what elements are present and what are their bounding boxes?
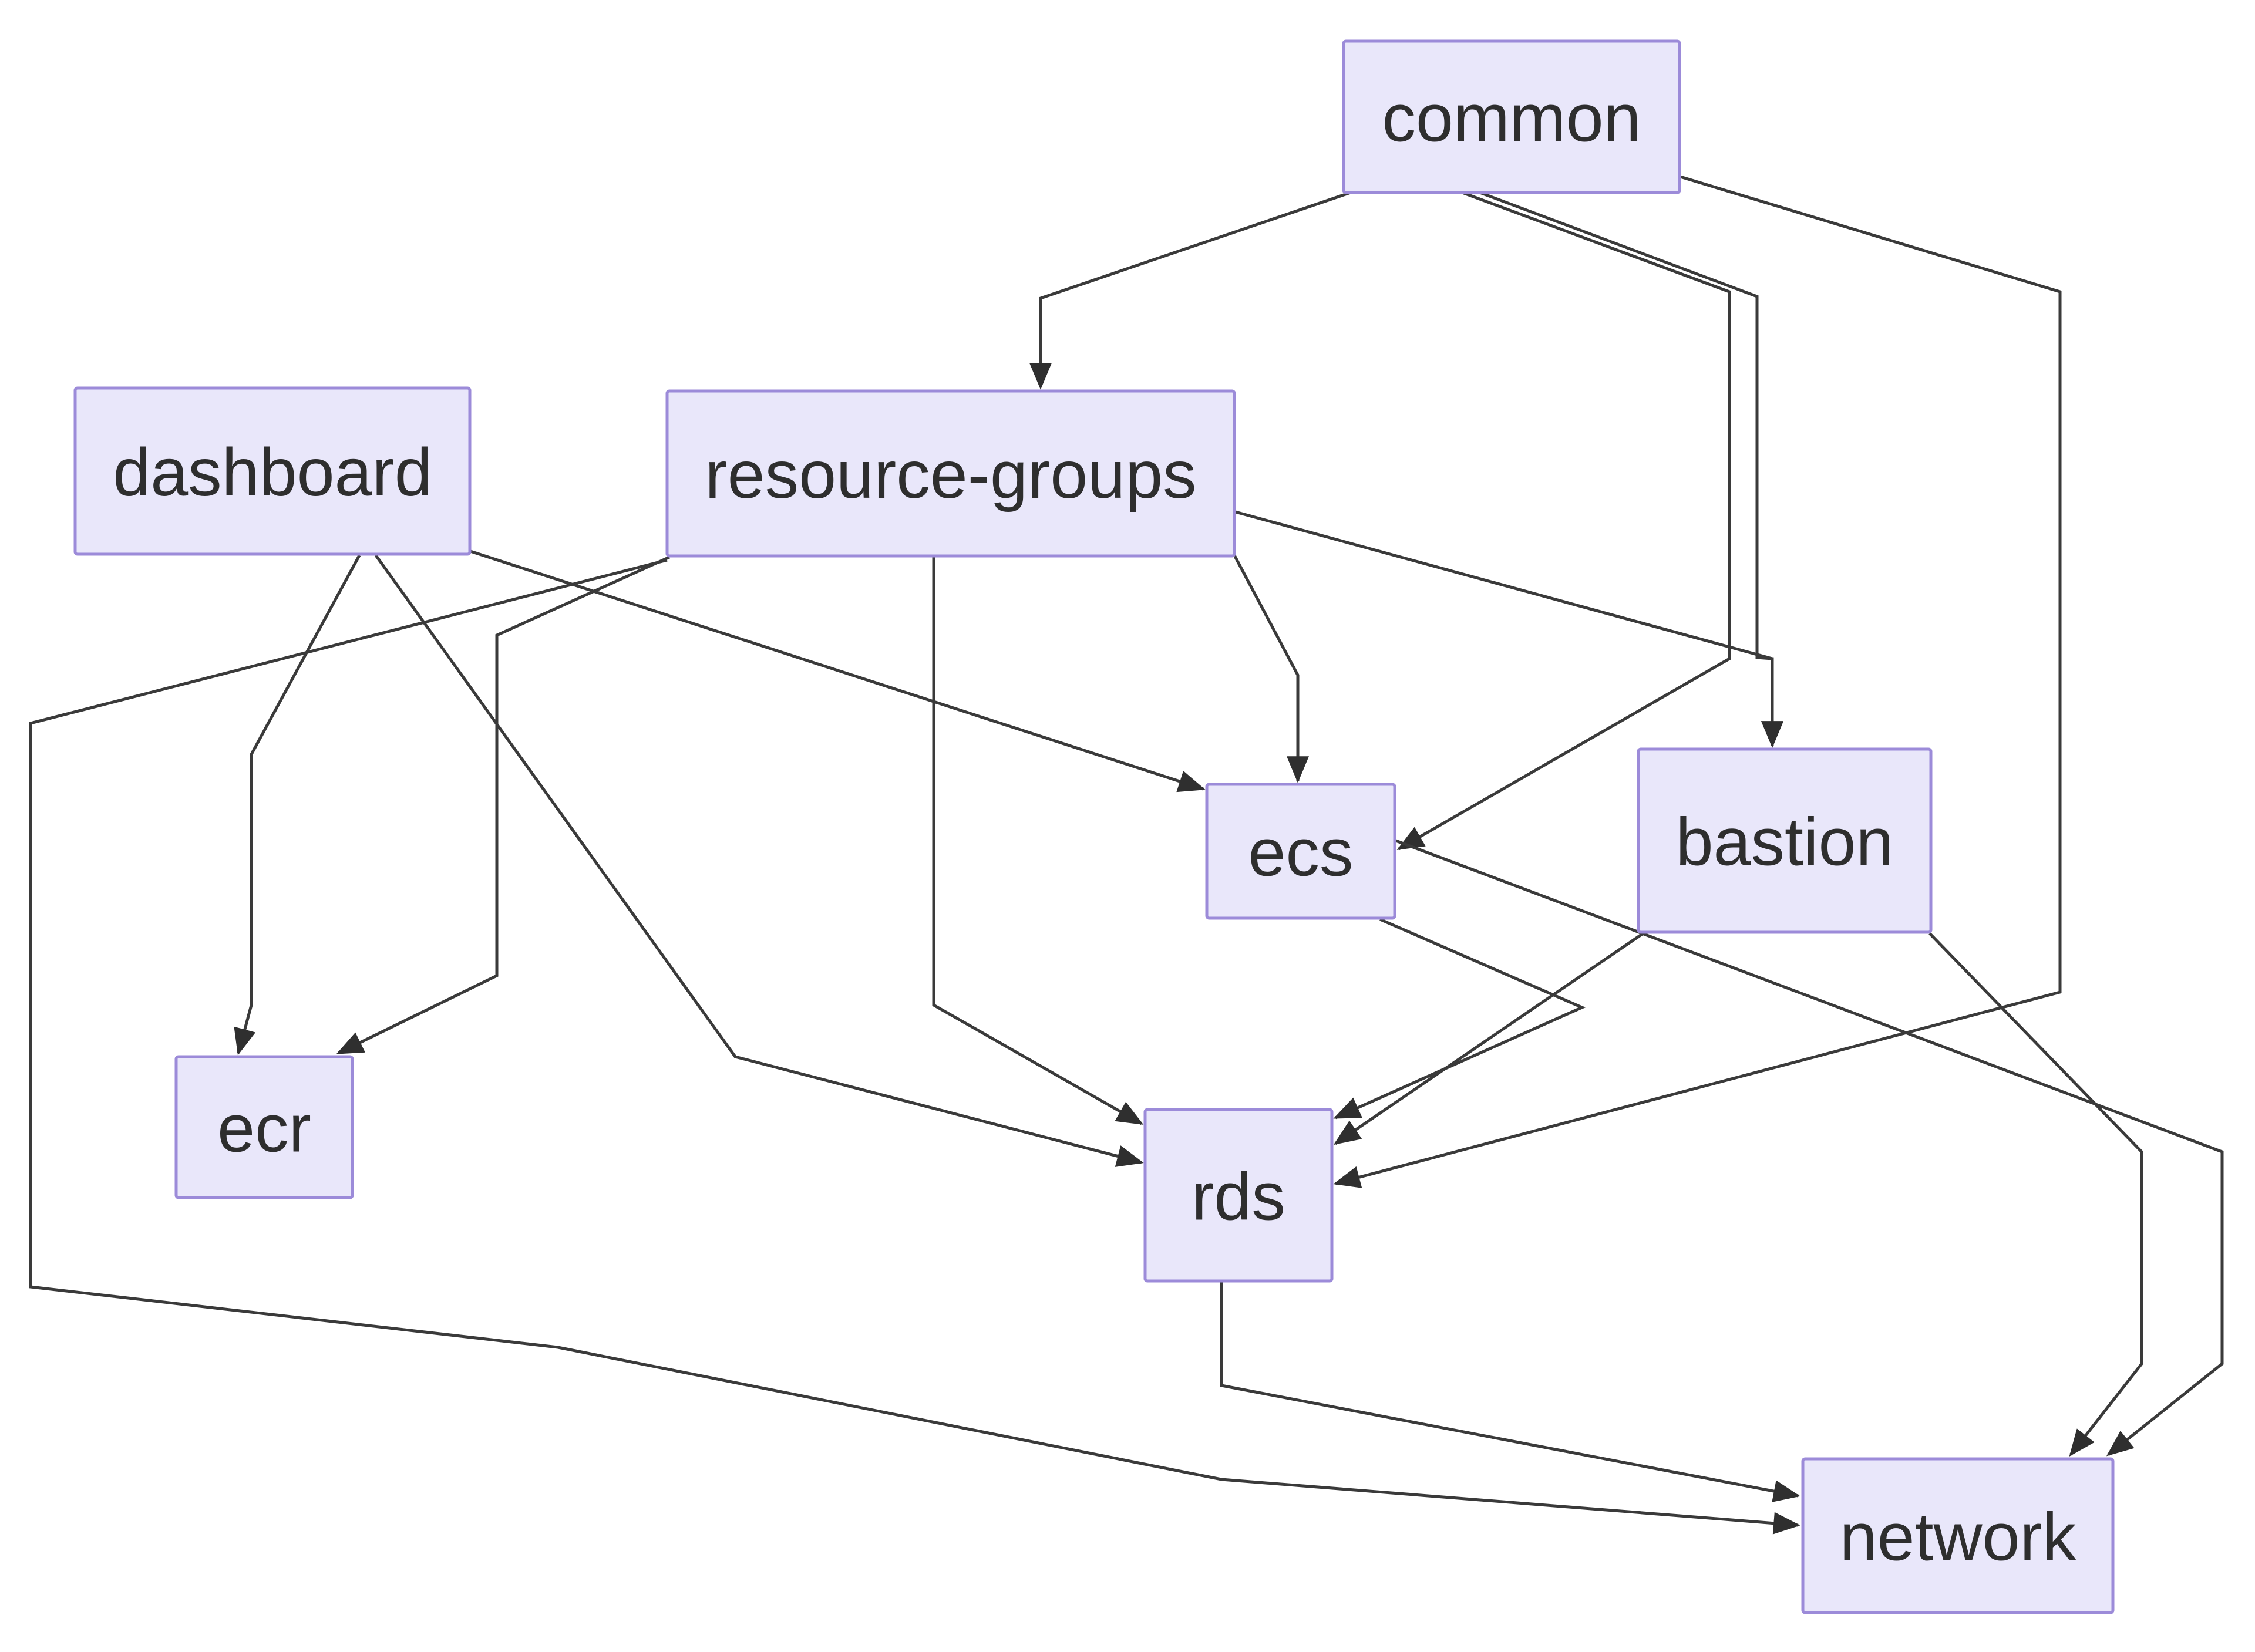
node-dashboard-box — [73, 386, 472, 556]
nodes-layer: common dashboard resource-groups ecs bastion… — [73, 39, 2115, 1614]
edge-resource-groups-to-network — [29, 558, 1800, 1535]
node-network-label: network — [1840, 1499, 2076, 1575]
node-dashboard-label: dashboard — [113, 435, 432, 510]
edge-rds-to-network — [1220, 1282, 1800, 1502]
node-bastion: bastion — [1637, 747, 1933, 934]
node-bastion-box — [1637, 747, 1933, 934]
node-common-label: common — [1382, 80, 1641, 156]
node-ecs-box — [1205, 783, 1396, 920]
edge-dashboard-to-rds — [374, 554, 1144, 1167]
node-common-box — [1342, 39, 1681, 194]
node-network-box — [1801, 1457, 2115, 1614]
edge-bastion-to-network — [1928, 932, 2143, 1457]
node-ecr: ecr — [174, 1055, 354, 1199]
node-resource-groups: resource-groups — [665, 389, 1236, 558]
edge-common-to-rds — [1333, 174, 2062, 1188]
edge-bastion-to-rds — [1333, 932, 1644, 1145]
edge-dashboard-to-ecs — [468, 549, 1206, 793]
node-ecr-label: ecr — [217, 1091, 311, 1166]
node-rds-label: rds — [1192, 1159, 1285, 1234]
edges-layer — [29, 174, 2224, 1535]
node-rds: rds — [1143, 1108, 1334, 1283]
edge-resource-groups-to-ecs — [1231, 552, 1309, 783]
edge-ecs-to-rds — [1333, 918, 1586, 1120]
node-ecs-label: ecs — [1248, 815, 1354, 890]
node-network: network — [1801, 1457, 2115, 1614]
node-bastion-label: bastion — [1676, 804, 1894, 879]
edge-common-to-ecs — [1396, 191, 1731, 851]
node-dashboard: dashboard — [73, 386, 472, 556]
node-resource-groups-label: resource-groups — [705, 437, 1196, 513]
node-rds-box — [1143, 1108, 1334, 1283]
node-common: common — [1342, 39, 1681, 194]
edge-ecs-to-network — [1395, 839, 2224, 1457]
edge-dashboard-to-ecr — [234, 554, 361, 1056]
edge-resource-groups-to-ecr — [336, 555, 671, 1055]
edge-resource-groups-to-bastion — [1235, 510, 1783, 748]
node-ecr-box — [174, 1055, 354, 1199]
node-resource-groups-box — [665, 389, 1236, 558]
edge-common-to-resource-groups — [1029, 191, 1351, 390]
node-ecs: ecs — [1205, 783, 1396, 920]
edge-resource-groups-to-rds — [932, 557, 1144, 1125]
